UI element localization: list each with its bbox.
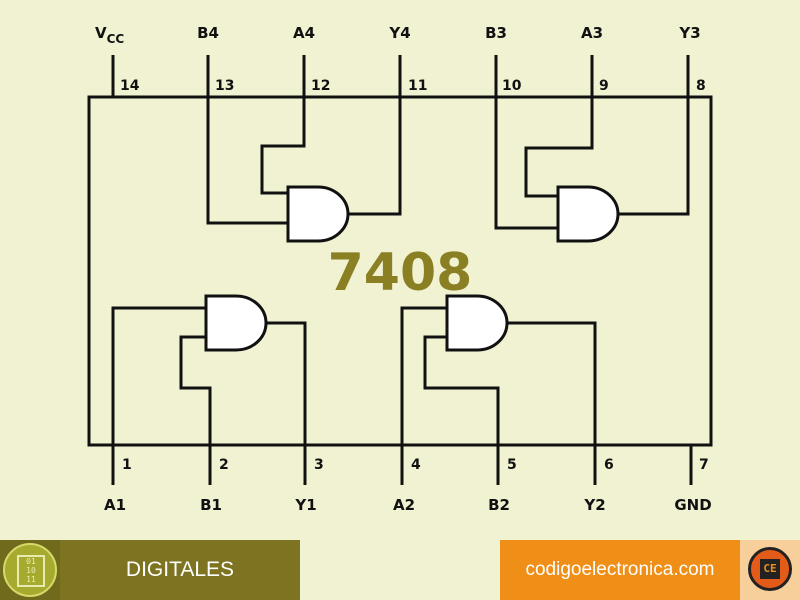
category-label: DIGITALES <box>60 540 300 600</box>
ce-chip-logo-icon: CE <box>740 540 800 600</box>
and-gate-3 <box>494 97 690 243</box>
top-pin-leads <box>111 55 690 97</box>
pin-name-9: A3 <box>581 24 603 42</box>
pin-name-13: B4 <box>197 24 219 42</box>
pin-number-13: 13 <box>215 78 234 94</box>
pin-name-7: GND <box>674 496 711 514</box>
pin-number-10: 10 <box>502 78 522 94</box>
chip-title: 7408 <box>328 243 473 303</box>
pin-number-3: 3 <box>314 457 324 473</box>
pin-number-5: 5 <box>507 457 517 473</box>
ic-pinout-diagram: 7408 VCC B4 A4 Y4 B3 A3 Y3 14 13 12 11 1… <box>87 24 713 514</box>
site-url-link[interactable]: codigoelectronica.com <box>500 540 740 600</box>
pin-number-9: 9 <box>599 78 609 94</box>
pin-number-7: 7 <box>699 457 709 473</box>
pin-number-8: 8 <box>696 78 706 94</box>
pin-name-5: B2 <box>488 496 510 514</box>
pin-name-4: A2 <box>393 496 415 514</box>
pin-name-1: A1 <box>104 496 126 514</box>
pin-name-8: Y3 <box>678 24 700 42</box>
pin-number-11: 11 <box>408 78 427 94</box>
pin-name-3: Y1 <box>294 496 316 514</box>
and-gate-2 <box>400 294 597 445</box>
pin-number-1: 1 <box>122 457 132 473</box>
pin-number-14: 14 <box>120 78 140 94</box>
and-gate-1 <box>111 294 307 445</box>
pin-name-12: A4 <box>293 24 315 42</box>
pin-name-6: Y2 <box>583 496 605 514</box>
pin-name-11: Y4 <box>388 24 410 42</box>
pin-number-2: 2 <box>219 457 229 473</box>
pin-number-12: 12 <box>311 78 330 94</box>
bottom-pin-leads <box>111 445 693 485</box>
pin-name-2: B1 <box>200 496 222 514</box>
and-gate-4 <box>206 97 402 243</box>
pin-number-4: 4 <box>411 457 421 473</box>
pin-name-10: B3 <box>485 24 507 42</box>
pin-number-6: 6 <box>604 457 614 473</box>
pin-name-14: VCC <box>95 24 124 46</box>
